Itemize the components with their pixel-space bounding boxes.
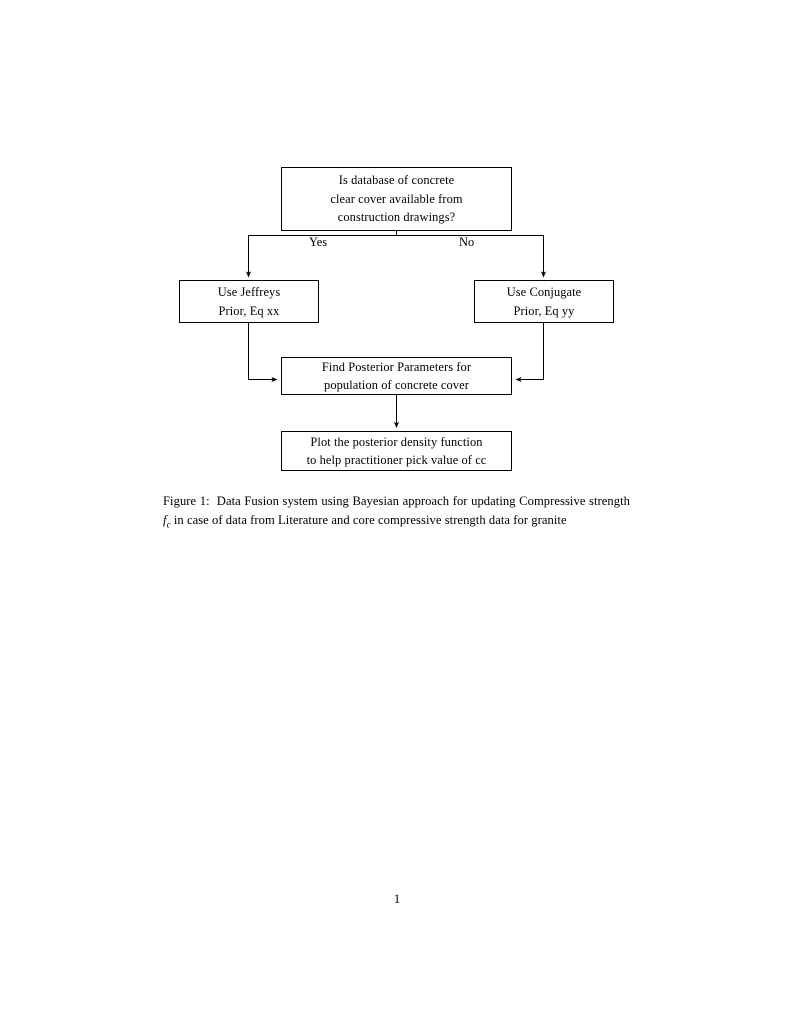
branch-label-no: No xyxy=(456,236,478,248)
node-decision-line-2: clear cover available from xyxy=(330,191,463,206)
branch-label-yes: Yes xyxy=(306,236,331,248)
node-conjugate-line-1: Use Conjugate xyxy=(506,285,582,300)
flow-node-plot-density: Plot the posterior density function to h… xyxy=(281,431,512,471)
caption-math-fc: fc xyxy=(163,513,171,530)
caption-text-before-math: Data Fusion system using Bayesian approa… xyxy=(216,494,630,508)
node-decision-line-3: construction drawings? xyxy=(337,210,456,225)
node-posterior-line-2: population of concrete cover xyxy=(324,378,469,392)
node-posterior-line-1: Find Posterior Parameters for xyxy=(321,359,472,374)
figure-1: Is database of concrete clear cover avai… xyxy=(0,0,794,490)
caption-math-subscript: c xyxy=(166,519,171,530)
caption-label: Figure 1: xyxy=(163,494,210,508)
node-plot-line-2: to help practitioner pick value of cc xyxy=(306,453,487,467)
node-plot-line-1: Plot the posterior density function xyxy=(310,434,483,449)
page-number: 1 xyxy=(393,892,401,906)
flow-node-jeffreys-prior: Use Jeffreys Prior, Eq xx xyxy=(179,280,319,323)
node-jeffreys-line-1: Use Jeffreys xyxy=(217,285,281,300)
caption-space-1 xyxy=(210,494,217,508)
flow-node-find-posterior: Find Posterior Parameters for population… xyxy=(281,357,512,395)
figure-caption: Figure 1: Data Fusion system using Bayes… xyxy=(163,492,630,532)
flow-node-conjugate-prior: Use Conjugate Prior, Eq yy xyxy=(474,280,614,323)
caption-math-base: f xyxy=(163,513,167,528)
flowchart-connectors xyxy=(245,231,547,428)
node-conjugate-line-2: Prior, Eq yy xyxy=(513,303,575,318)
caption-text-after-math: in case of data from Literature and core… xyxy=(173,513,567,528)
node-jeffreys-line-2: Prior, Eq xx xyxy=(218,303,280,318)
connector-jeffreys-to-posterior xyxy=(248,323,278,383)
connector-conjugate-to-posterior xyxy=(515,323,544,383)
node-decision-line-1: Is database of concrete xyxy=(338,173,455,188)
flow-node-decision: Is database of concrete clear cover avai… xyxy=(281,167,512,231)
